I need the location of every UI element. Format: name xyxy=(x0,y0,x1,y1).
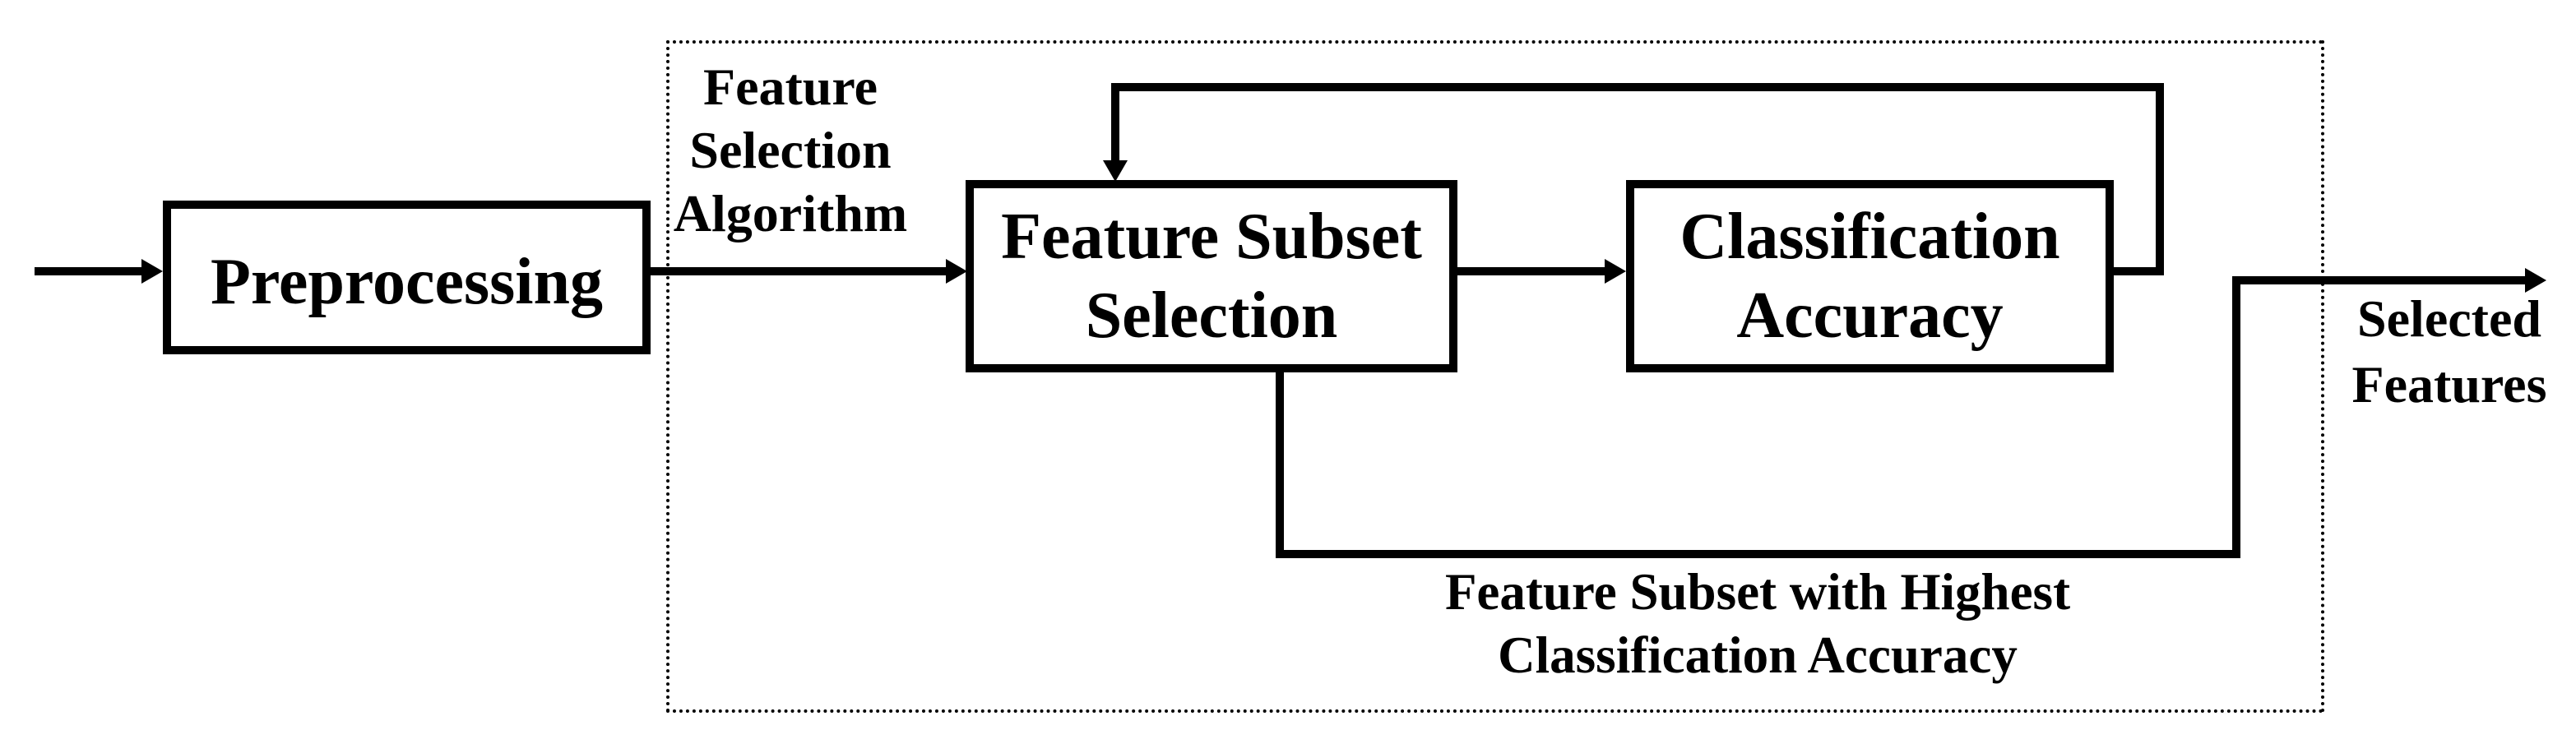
input-arrowhead-icon xyxy=(141,259,163,284)
preprocessing-to-fss-line xyxy=(648,267,947,275)
highest-accuracy-subset-line2: Classification Accuracy xyxy=(1498,626,2018,684)
best-subset-bottom-line xyxy=(1276,550,2240,558)
preprocessing-to-fss-arrowhead-icon xyxy=(946,259,967,284)
ca-box-label-line1: Classification xyxy=(1679,201,2060,273)
classification-accuracy-box: Classification Accuracy xyxy=(1626,180,2114,372)
fsa-label-line1: Feature xyxy=(702,58,878,116)
fss-box-label-line1: Feature Subset xyxy=(1001,201,1422,273)
highest-accuracy-subset-label: Feature Subset with Highest Classificati… xyxy=(1393,561,2122,687)
feature-selection-algorithm-label: Feature Selection Algorithm xyxy=(655,55,926,245)
feature-selection-algorithm-region xyxy=(666,40,2324,713)
best-subset-up-line xyxy=(2232,276,2240,558)
selected-features-label: Selected Features xyxy=(2341,286,2558,418)
output-arrow-line xyxy=(2232,276,2527,284)
preprocessing-box-label: Preprocessing xyxy=(211,245,603,318)
highest-accuracy-subset-line1: Feature Subset with Highest xyxy=(1444,563,2071,621)
selected-features-line1: Selected xyxy=(2357,289,2541,348)
fsa-label-line2: Selection xyxy=(689,121,892,179)
fsa-label-line3: Algorithm xyxy=(673,184,908,243)
feedback-stub-line xyxy=(2110,267,2164,275)
fss-to-ca-arrowhead-icon xyxy=(1605,259,1626,284)
feedback-top-horizontal-line xyxy=(1111,83,2164,91)
feedback-left-vertical-line xyxy=(1111,83,1119,162)
fss-to-ca-line xyxy=(1455,267,1608,275)
selected-features-line2: Features xyxy=(2351,355,2547,413)
feedback-right-vertical-line xyxy=(2156,83,2164,275)
output-arrowhead-icon xyxy=(2525,268,2546,293)
best-subset-down-line xyxy=(1276,368,1284,558)
fss-box-label-line2: Selection xyxy=(1085,279,1338,352)
ca-box-label-line2: Accuracy xyxy=(1736,279,2004,352)
feature-subset-selection-box: Feature Subset Selection xyxy=(966,180,1457,372)
input-arrow-line xyxy=(35,267,145,275)
preprocessing-box: Preprocessing xyxy=(163,201,651,354)
feedback-arrowhead-icon xyxy=(1103,160,1128,182)
